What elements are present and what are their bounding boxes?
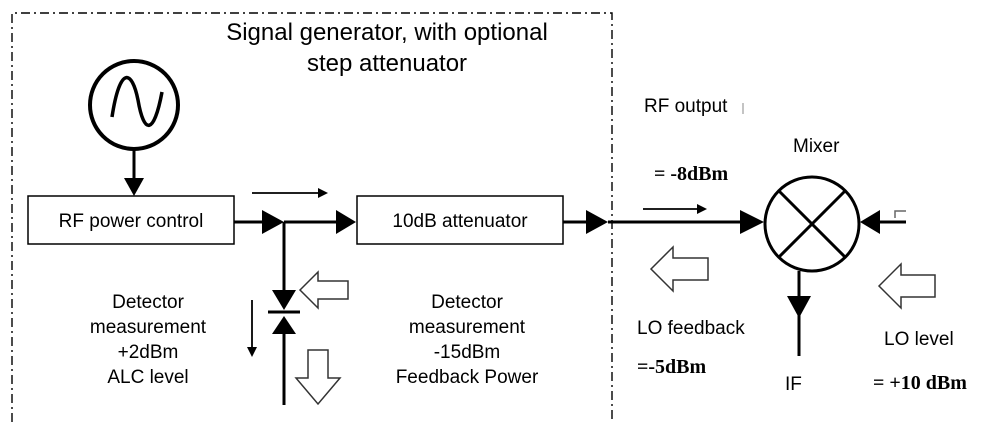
lo-feedback-label: LO feedback — [637, 318, 745, 339]
lo-level-hollow-arrow — [877, 262, 936, 310]
rf-path-arrowhead-1 — [262, 210, 284, 234]
detector1-text: Detector measurement +2dBm ALC level — [90, 292, 207, 388]
oscillator-arrowhead — [124, 178, 144, 196]
detector-diode-lower — [272, 316, 296, 334]
signal-generator-enclosure — [11, 12, 613, 422]
feedback-hollow-arrow-left — [298, 270, 349, 310]
svg-text:measurement: measurement — [90, 317, 207, 338]
detector-diode-icon — [272, 290, 296, 310]
detector-hollow-arrow-down — [294, 349, 342, 406]
attenuator-label: 10dB attenuator — [392, 211, 528, 232]
rf-path-arrowhead-2 — [336, 210, 356, 234]
enclosure-title-line1: Signal generator, with optional — [226, 19, 548, 46]
enclosure-title-line2: step attenuator — [307, 50, 467, 77]
svg-text:-15dBm: -15dBm — [434, 342, 501, 363]
mixer-icon — [763, 175, 861, 273]
svg-text:+2dBm: +2dBm — [118, 342, 179, 363]
detector2-text: Detector measurement -15dBm Feedback Pow… — [396, 292, 539, 388]
rf-path-arrowhead-4 — [740, 210, 764, 234]
rf-power-control-box — [27, 195, 235, 245]
svg-text:ALC level: ALC level — [107, 367, 188, 388]
attenuator-box — [356, 195, 564, 245]
rf-output-label: RF output — [644, 96, 728, 117]
if-arrowhead — [787, 296, 811, 318]
lo-input-connector — [894, 210, 906, 218]
lo-input-arrowhead — [860, 210, 880, 234]
if-label: IF — [785, 374, 802, 395]
svg-text:Detector: Detector — [431, 292, 503, 313]
rf-power-control-label: RF power control — [59, 211, 204, 232]
rf-path-arrowhead-3 — [586, 210, 608, 234]
svg-text:Detector: Detector — [112, 292, 184, 313]
lo-feedback-hollow-arrow — [649, 245, 709, 293]
lo-feedback-level: =-5dBm — [637, 356, 707, 378]
lo-level-label: LO level — [884, 329, 954, 350]
svg-text:measurement: measurement — [409, 317, 526, 338]
lo-level-value: = +10 dBm — [873, 372, 967, 394]
oscillator-icon — [88, 59, 180, 151]
svg-text:Feedback Power: Feedback Power — [396, 367, 539, 388]
rf-output-level: = -8dBm — [654, 163, 729, 185]
mixer-label: Mixer — [793, 136, 840, 157]
